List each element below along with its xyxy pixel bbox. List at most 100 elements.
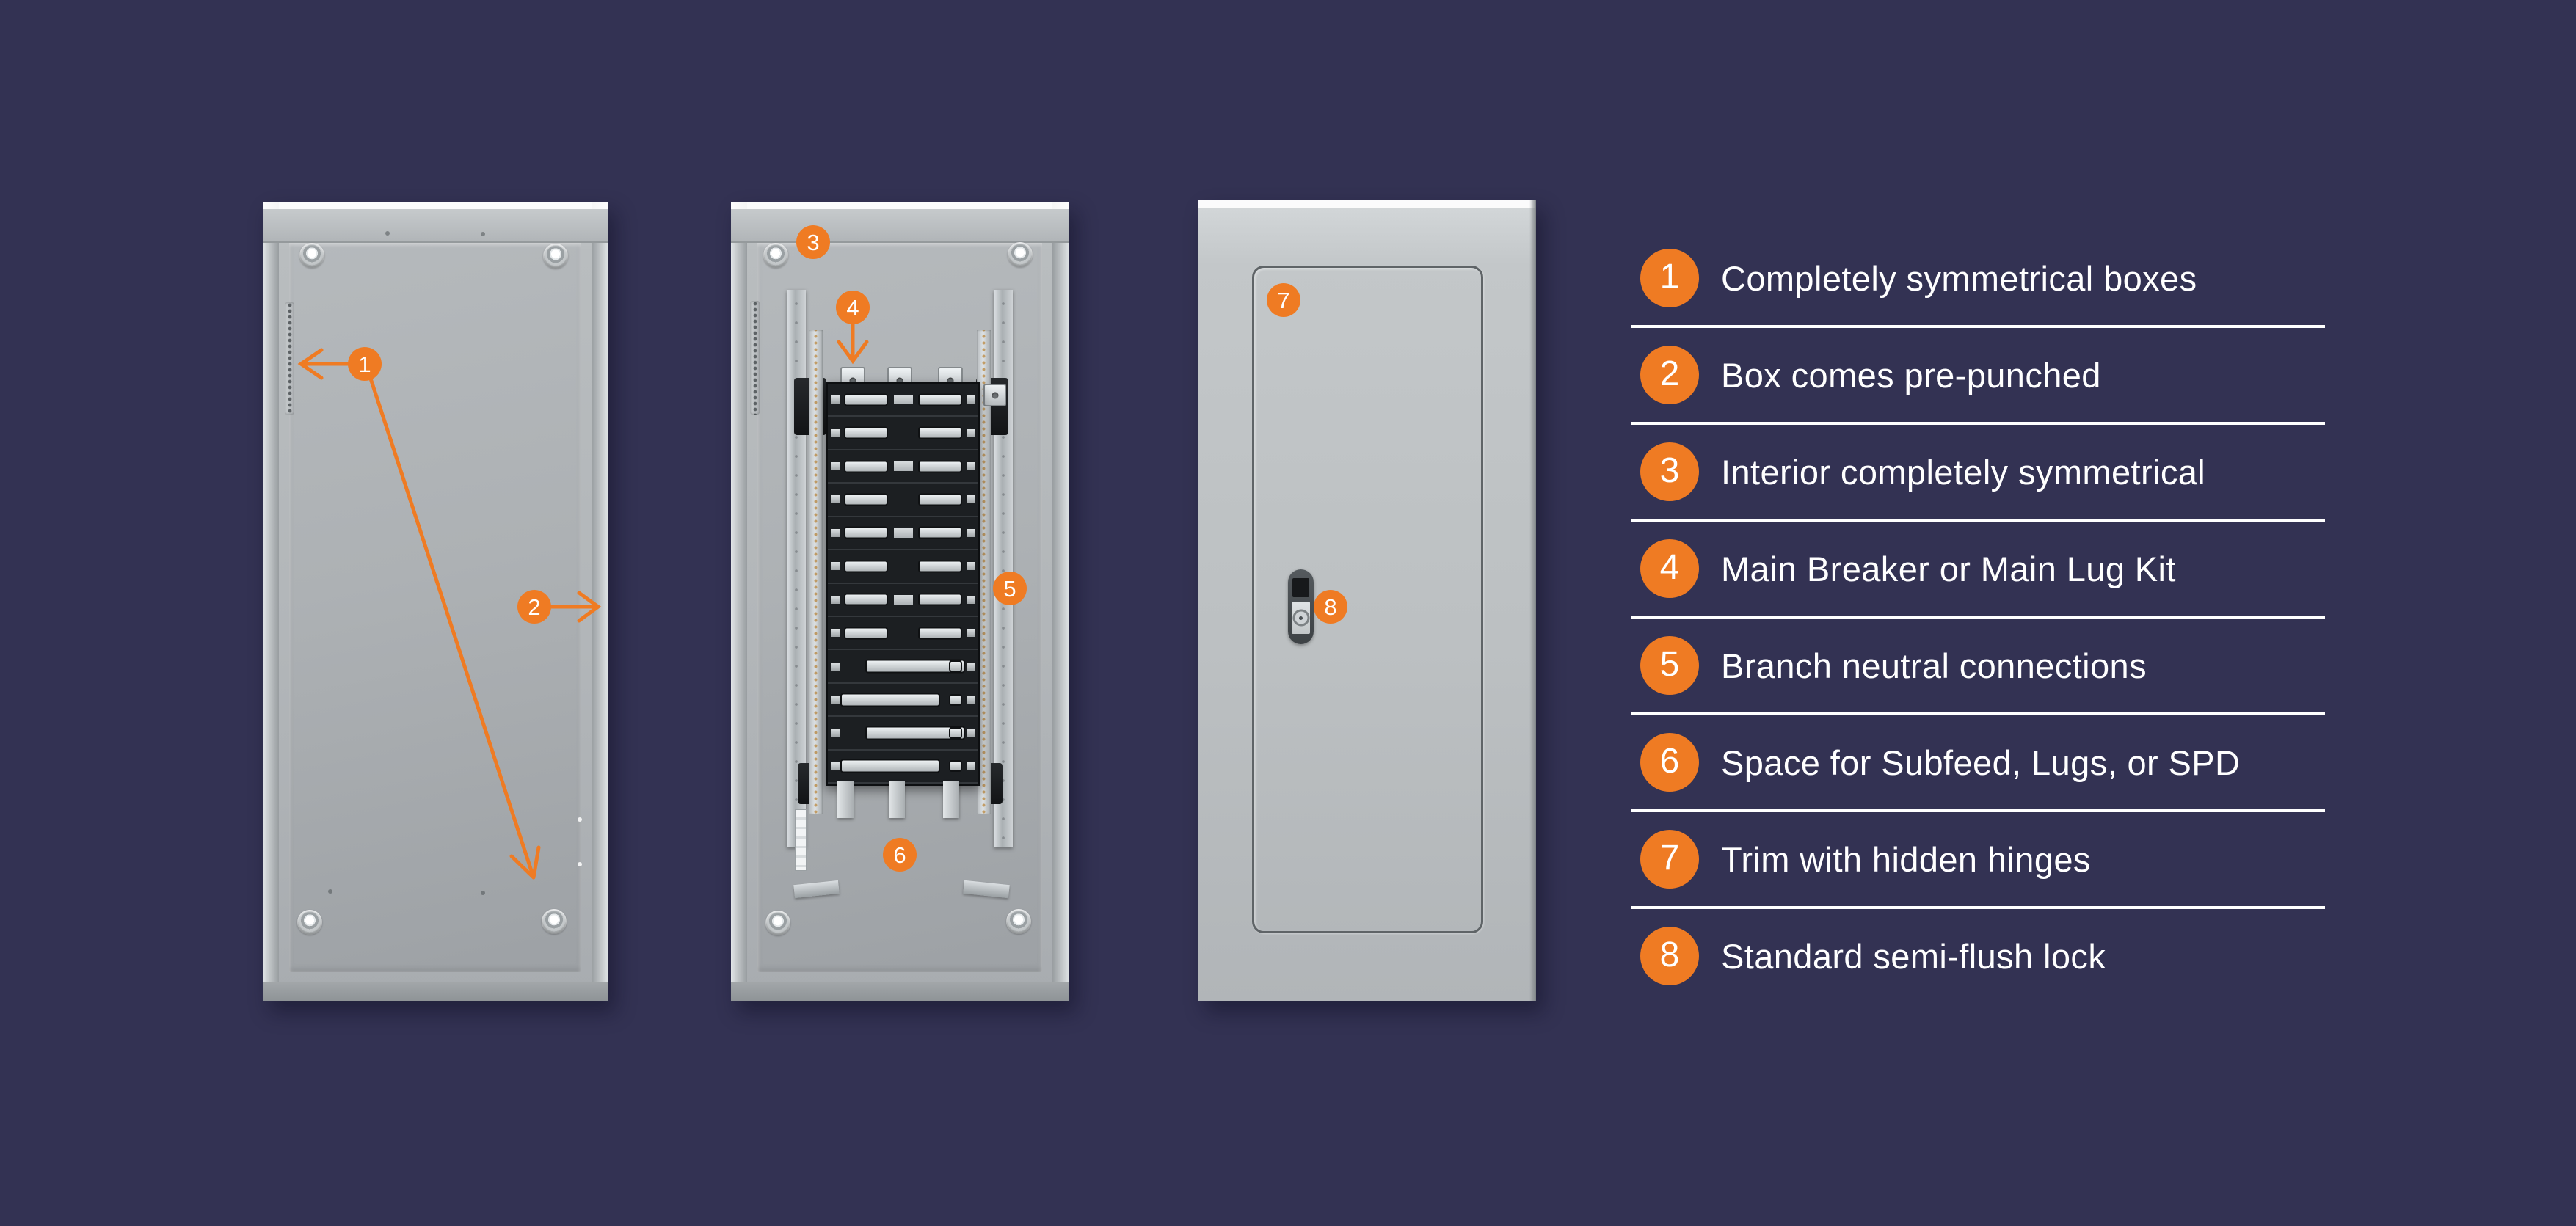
legend-item-6: 6 Space for Subfeed, Lugs, or SPD [1631, 715, 2325, 812]
callout-marker-4: 4 [836, 291, 870, 324]
legend-label: Trim with hidden hinges [1721, 839, 2091, 879]
mounting-keyhole-icon [1006, 909, 1031, 934]
callout-number: 1 [358, 351, 371, 377]
panel-interior-left-flange [731, 202, 747, 1001]
breaker-row [828, 616, 978, 651]
legend-number: 1 [1659, 258, 1680, 296]
trim-top-edge [1198, 200, 1536, 208]
legend-marker-7: 7 [1640, 830, 1699, 889]
mounting-keyhole-icon [299, 243, 324, 268]
legend-marker-8: 8 [1640, 927, 1699, 985]
panel-interior-right-flange [1052, 202, 1069, 1001]
panel-box-left-flange [263, 202, 279, 1001]
breaker-row [828, 750, 978, 784]
legend-number: 2 [1659, 354, 1680, 393]
mounting-keyhole-icon [543, 244, 568, 269]
breaker-row [828, 484, 978, 517]
main-lug [983, 384, 1006, 406]
rail-label-sticker [795, 809, 807, 871]
trim-surface [1198, 200, 1536, 1001]
callout-number: 4 [846, 294, 859, 321]
legend-marker-5: 5 [1640, 636, 1699, 695]
callout-marker-8: 8 [1314, 590, 1347, 624]
legend-label: Main Breaker or Main Lug Kit [1721, 549, 2176, 588]
legend-number: 7 [1659, 839, 1680, 877]
side-hole [578, 862, 582, 866]
mounting-keyhole-icon [765, 911, 790, 935]
mounting-keyhole-icon [1008, 242, 1033, 267]
legend-item-3: 3 Interior completely symmetrical [1631, 425, 2325, 522]
legend-item-7: 7 Trim with hidden hinges [1631, 812, 2325, 909]
feature-legend: 1 Completely symmetrical boxes 2 Box com… [1631, 231, 2325, 1003]
screw-dimple [481, 232, 485, 236]
legend-item-4: 4 Main Breaker or Main Lug Kit [1631, 522, 2325, 619]
lock-cylinder-icon [1292, 609, 1309, 627]
legend-label: Interior completely symmetrical [1721, 452, 2206, 492]
callout-number: 8 [1324, 594, 1337, 620]
panel-box-right-flange [592, 202, 608, 1001]
breaker-row [828, 417, 978, 450]
breaker-row [828, 717, 978, 751]
breaker-row [828, 650, 978, 684]
semi-flush-lock [1288, 569, 1314, 644]
legend-label: Space for Subfeed, Lugs, or SPD [1721, 742, 2241, 782]
mounting-keyhole-icon [763, 243, 788, 268]
breaker-row [828, 583, 978, 617]
breaker-row [828, 384, 978, 417]
pre-punched-knockout-strip [285, 302, 294, 415]
bus-end-tab [943, 781, 959, 818]
lock-latch-icon [1292, 578, 1309, 597]
panel-interior-bottom-lip [731, 982, 1069, 1001]
screw-dimple [328, 889, 332, 894]
legend-marker-2: 2 [1640, 346, 1699, 404]
legend-number: 6 [1659, 742, 1680, 781]
legend-item-1: 1 Completely symmetrical boxes [1631, 231, 2325, 328]
callout-marker-7: 7 [1267, 283, 1300, 317]
panel-box-exterior [263, 202, 608, 1001]
breaker-row [828, 450, 978, 484]
panel-box-bottom-lip [263, 982, 608, 1001]
legend-label: Standard semi-flush lock [1721, 936, 2106, 976]
callout-marker-1: 1 [348, 347, 382, 381]
legend-marker-6: 6 [1640, 733, 1699, 792]
trim-right-shadow [1529, 200, 1536, 1001]
breaker-row [828, 683, 978, 718]
legend-marker-1: 1 [1640, 249, 1699, 307]
legend-number: 3 [1659, 451, 1680, 490]
screw-dimple [481, 891, 485, 895]
bus-end-tab [889, 781, 905, 818]
callout-number: 3 [807, 229, 820, 255]
panel-trim-door [1198, 200, 1536, 1001]
side-hole [578, 817, 582, 822]
legend-marker-4: 4 [1640, 539, 1699, 598]
breaker-row [828, 550, 978, 584]
callout-number: 7 [1277, 287, 1290, 313]
mounting-keyhole-icon [297, 910, 322, 935]
panel-box-top-lip [263, 209, 608, 243]
branch-breaker-stack [826, 382, 980, 786]
pre-punched-knockout-strip [750, 301, 760, 415]
legend-item-8: 8 Standard semi-flush lock [1631, 909, 2325, 1003]
panel-interior-top-lip [731, 209, 1069, 243]
callout-marker-3: 3 [796, 225, 830, 259]
lock-plate [1292, 602, 1310, 634]
panel-box-top-edge [263, 202, 608, 209]
callout-number: 2 [528, 594, 541, 620]
legend-number: 5 [1659, 645, 1680, 684]
neutral-bar-left [809, 330, 823, 814]
legend-item-5: 5 Branch neutral connections [1631, 619, 2325, 715]
bus-end-tab [837, 781, 854, 818]
legend-item-2: 2 Box comes pre-punched [1631, 328, 2325, 425]
mounting-keyhole-icon [542, 909, 567, 934]
panel-interior [731, 202, 1069, 1001]
screw-dimple [385, 231, 390, 236]
legend-number: 4 [1659, 548, 1680, 587]
callout-number: 5 [1003, 575, 1016, 602]
legend-label: Branch neutral connections [1721, 646, 2147, 685]
legend-marker-3: 3 [1640, 442, 1699, 501]
legend-number: 8 [1659, 935, 1680, 974]
breaker-row [828, 517, 978, 551]
legend-label: Completely symmetrical boxes [1721, 258, 2197, 298]
legend-label: Box comes pre-punched [1721, 355, 2101, 395]
